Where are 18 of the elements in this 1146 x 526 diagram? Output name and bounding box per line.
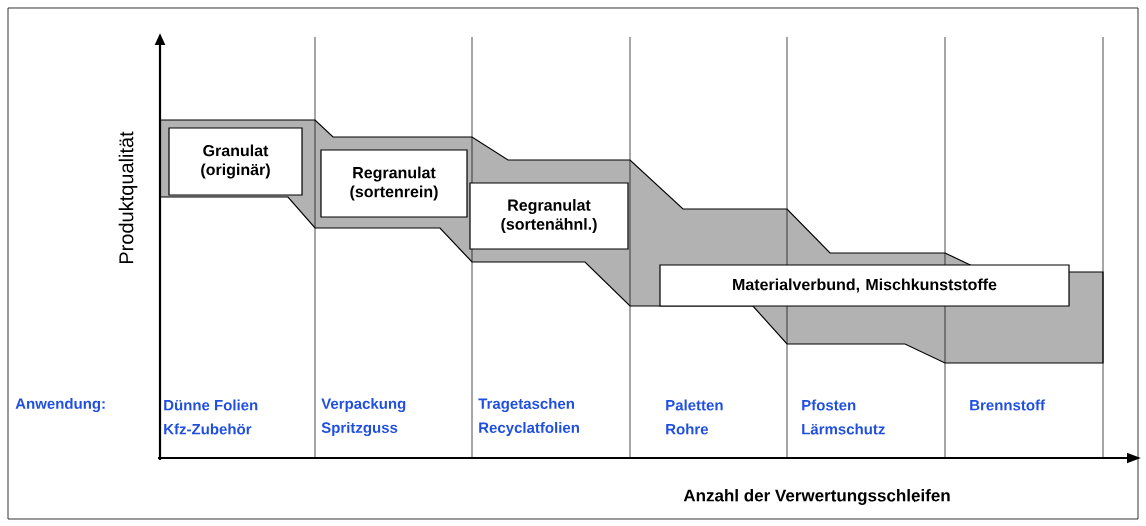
- material-box: Materialverbund, Mischkunststoffe: [659, 264, 1070, 307]
- application-label: Dünne Folien: [164, 399, 258, 411]
- application-label: Brennstoff: [970, 399, 1046, 411]
- application-label: Anwendung:: [15, 397, 105, 412]
- application-label: Paletten: [666, 399, 723, 411]
- application-label: Spritzguss: [321, 421, 398, 436]
- axis-title: Produktqualität: [118, 131, 138, 264]
- axis-title: Anzahl der Verwertungsschleifen: [683, 489, 950, 505]
- application-label: Pfosten: [802, 399, 856, 411]
- application-label: Kfz-Zubehör: [164, 423, 252, 435]
- material-box: Regranulat (sortenähnl.): [469, 182, 629, 250]
- application-label: Lärmschutz: [802, 423, 885, 435]
- application-label: Recyclatfolien: [479, 422, 579, 436]
- material-box: Granulat (originär): [168, 127, 303, 196]
- application-label: Verpackung: [321, 397, 406, 412]
- material-box: Regranulat (sortenrein): [320, 149, 468, 218]
- application-label: Rohre: [666, 423, 709, 435]
- application-label: Tragetaschen: [478, 397, 574, 412]
